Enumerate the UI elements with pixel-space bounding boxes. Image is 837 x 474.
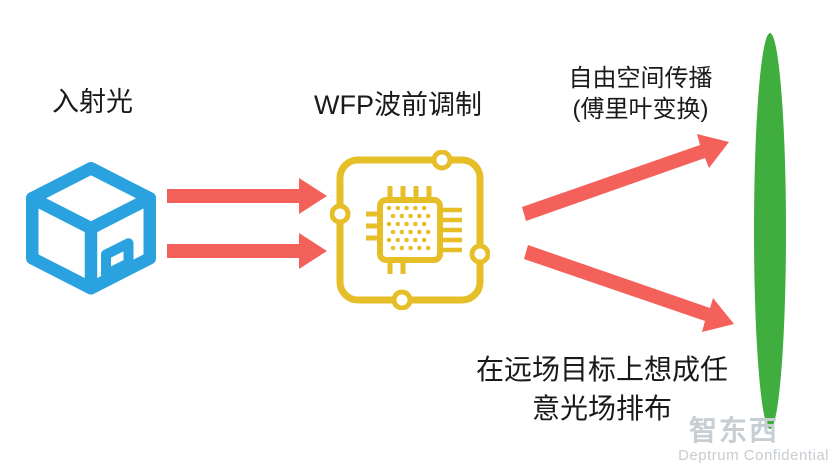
green-screen-icon: [754, 33, 786, 429]
arrow-cube-to-chip-top: [167, 178, 327, 214]
farfield-line1: 在远场目标上想成任: [475, 354, 728, 385]
free-space-line1: 自由空间传播: [568, 65, 713, 92]
watermark: 智东西 Deptrum Confidential: [678, 409, 829, 464]
free-space-label: 自由空间传播 (傅里叶变换): [543, 63, 738, 125]
cube-icon: [26, 162, 156, 295]
arrow-cube-to-chip-bottom: [167, 233, 327, 269]
arrow-chip-to-screen-down: [524, 245, 734, 332]
free-space-line2: (傅里叶变换): [572, 96, 709, 123]
arrow-chip-to-screen-up: [522, 134, 729, 221]
confidential-text: Deptrum Confidential: [678, 447, 829, 464]
farfield-label: 在远场目标上想成任 意光场排布: [452, 350, 752, 428]
cpu-chip-icon: [330, 150, 490, 310]
farfield-line2: 意光场排布: [531, 393, 672, 424]
incident-light-label: 入射光: [52, 87, 133, 117]
zhidx-logo: 智东西: [688, 415, 779, 446]
wfp-modulation-label: WFP波前调制: [314, 90, 482, 120]
